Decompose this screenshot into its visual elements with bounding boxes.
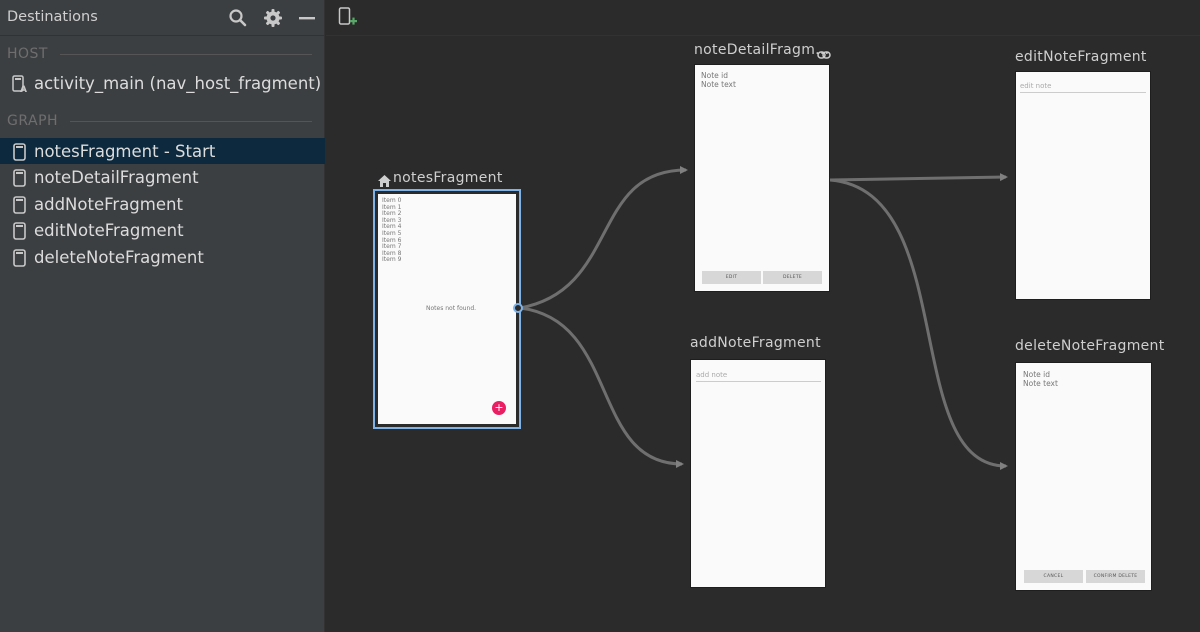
- link-icon: [817, 45, 831, 59]
- graph-item-label: noteDetailFragment: [34, 168, 199, 187]
- phone-fragment-icon: [12, 196, 28, 214]
- list-item: Item 4: [382, 223, 402, 231]
- list-item: Item 1: [382, 203, 402, 211]
- graph-section-label: GRAPH: [7, 113, 59, 129]
- list-item: Item 8: [382, 249, 402, 257]
- phone-fragment-icon: [12, 143, 28, 161]
- list-item: Item 7: [382, 243, 402, 251]
- note-text: Note text: [701, 80, 736, 89]
- layout-activity-icon: A: [12, 75, 28, 95]
- panel-header: Destinations: [0, 0, 324, 36]
- edit-note-fragment-label: editNoteFragment: [1015, 49, 1147, 65]
- action-arrow-detail-to-edit[interactable]: [829, 173, 1008, 182]
- action-handle[interactable]: [513, 303, 523, 313]
- graph-item-label: notesFragment - Start: [34, 142, 216, 161]
- graph-item-label: addNoteFragment: [34, 195, 183, 214]
- note-detail-fragment-frame[interactable]: Note id Note text EDIT DELETE: [694, 64, 830, 292]
- graph-item-edit-note-fragment[interactable]: editNoteFragment: [0, 217, 325, 243]
- edit-button: EDIT: [702, 271, 761, 284]
- notes-fragment-label: notesFragment: [393, 170, 503, 186]
- note-detail-fragment-label: noteDetailFragm...: [694, 42, 830, 58]
- list-item: Item 3: [382, 216, 402, 224]
- add-note-fragment-label: addNoteFragment: [690, 335, 821, 351]
- graph-item-add-note-fragment[interactable]: addNoteFragment: [0, 191, 325, 217]
- gear-icon[interactable]: [263, 8, 283, 28]
- list-item: Item 9: [382, 256, 402, 264]
- graph-item-delete-note-fragment[interactable]: deleteNoteFragment: [0, 244, 325, 270]
- graph-divider: [70, 121, 312, 122]
- edit-note-fragment-frame[interactable]: edit note: [1015, 71, 1151, 300]
- delete-note-fragment-label: deleteNoteFragment: [1015, 338, 1165, 354]
- add-note-fragment-frame[interactable]: add note: [690, 359, 826, 588]
- action-arrow-notes-to-add[interactable]: [519, 306, 684, 468]
- action-arrow-detail-to-delete[interactable]: [829, 178, 1008, 470]
- action-arrow-notes-to-detail[interactable]: [519, 166, 688, 310]
- note-id-text: Note id: [1023, 370, 1050, 379]
- list-item: Item 6: [382, 236, 402, 244]
- list-item: Item 0: [382, 197, 402, 204]
- phone-fragment-icon: [12, 169, 28, 187]
- cancel-button: CANCEL: [1024, 570, 1083, 583]
- phone-fragment-icon: [12, 222, 28, 240]
- notes-item-list: Item 0 Item 1 Item 2 Item 3 Item 4 Item …: [382, 197, 402, 264]
- list-item: Item 2: [382, 210, 402, 218]
- host-item[interactable]: A activity_main (nav_host_fragment): [0, 70, 325, 97]
- graph-item-label: deleteNoteFragment: [34, 248, 204, 267]
- new-destination-icon[interactable]: [338, 7, 358, 29]
- note-text: Note text: [1023, 379, 1058, 388]
- edit-note-input: edit note: [1020, 82, 1052, 90]
- panel-title: Destinations: [7, 9, 98, 25]
- host-section-label: HOST: [7, 46, 48, 62]
- svg-text:A: A: [20, 85, 27, 93]
- phone-fragment-icon: [12, 249, 28, 267]
- delete-button: DELETE: [763, 271, 822, 284]
- graph-item-notes-fragment[interactable]: notesFragment - Start: [0, 138, 325, 164]
- home-icon: [378, 172, 391, 187]
- note-id-text: Note id: [701, 71, 728, 80]
- empty-notes-text: Notes not found.: [426, 305, 477, 312]
- confirm-delete-button: CONFIRM DELETE: [1086, 570, 1145, 583]
- delete-note-fragment-frame[interactable]: Note id Note text CANCEL CONFIRM DELETE: [1015, 362, 1152, 591]
- list-item: Item 5: [382, 229, 402, 237]
- graph-item-note-detail-fragment[interactable]: noteDetailFragment: [0, 164, 325, 190]
- input-underline: [696, 381, 821, 382]
- add-note-fab: +: [492, 401, 506, 415]
- search-icon[interactable]: [228, 8, 248, 28]
- destinations-panel: Destinations: [0, 0, 325, 632]
- minus-icon[interactable]: [297, 8, 317, 28]
- host-item-label: activity_main (nav_host_fragment): [34, 74, 322, 93]
- add-note-input: add note: [696, 371, 728, 379]
- editor-toolbar: [326, 0, 1200, 36]
- host-divider: [60, 54, 312, 55]
- graph-item-label: editNoteFragment: [34, 221, 184, 240]
- notes-fragment-frame[interactable]: Item 0 Item 1 Item 2 Item 3 Item 4 Item …: [373, 189, 521, 429]
- input-underline: [1020, 92, 1146, 93]
